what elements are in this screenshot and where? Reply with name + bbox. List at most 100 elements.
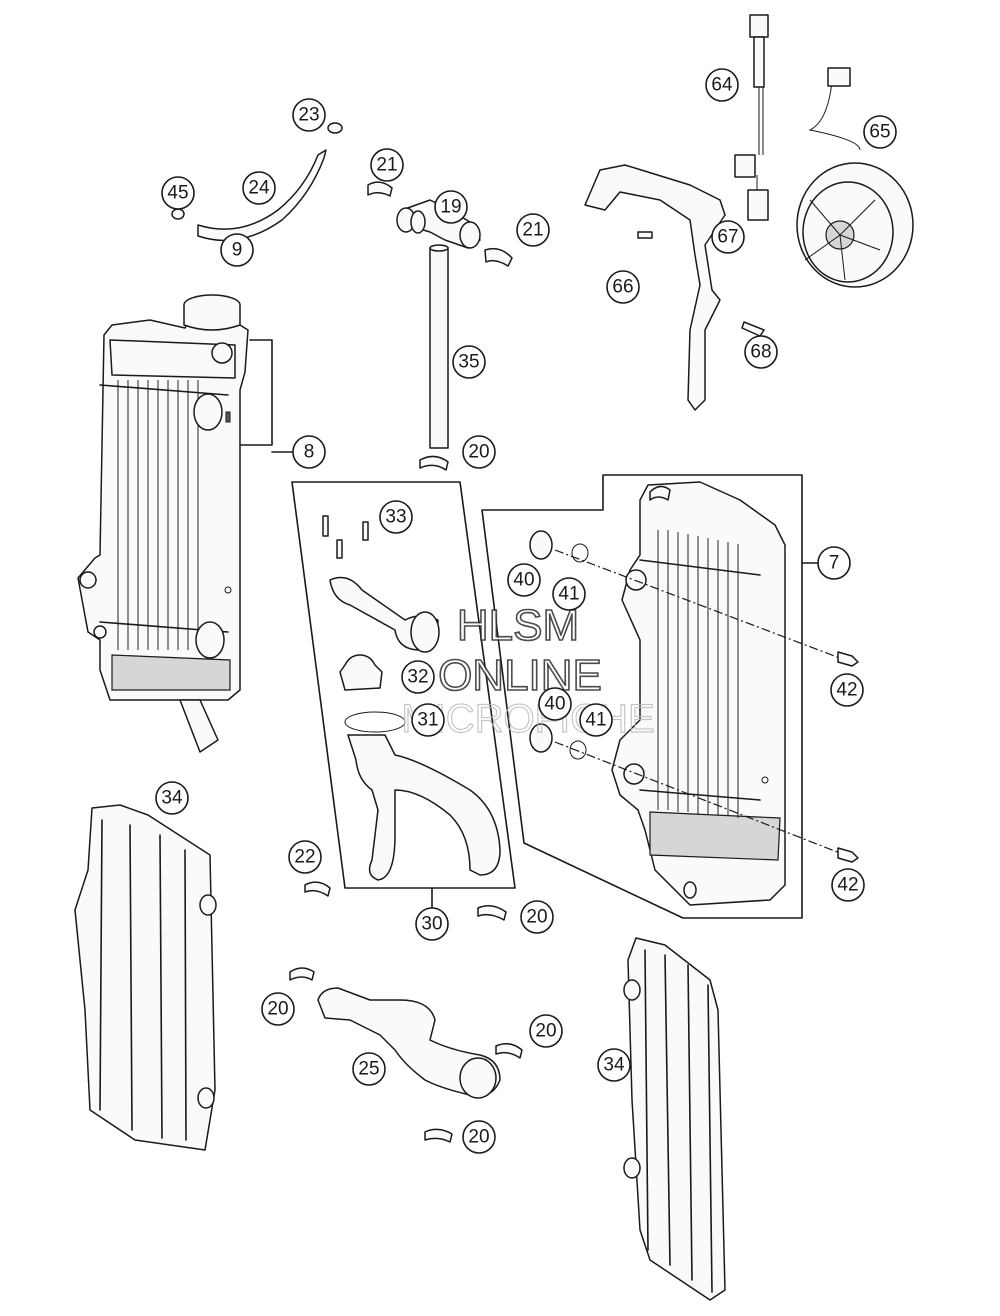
callout-24: 24 xyxy=(242,171,276,205)
svg-text:22: 22 xyxy=(294,847,315,868)
bolt-42-b xyxy=(837,847,859,863)
guard-right-slats xyxy=(644,949,713,1293)
callout-30: 30 xyxy=(415,907,449,941)
leader-8 xyxy=(239,339,273,446)
svg-text:20: 20 xyxy=(468,442,489,463)
pipe-35 xyxy=(429,244,449,449)
callout-34: 34 xyxy=(155,781,189,815)
svg-text:35: 35 xyxy=(458,352,479,373)
svg-text:34: 34 xyxy=(161,788,183,809)
hose-kit-frame xyxy=(291,481,516,889)
svg-text:7: 7 xyxy=(829,553,840,574)
callout-7: 7 xyxy=(817,546,851,580)
callout-41: 41 xyxy=(579,703,613,737)
fan-assembly xyxy=(734,14,914,288)
svg-text:21: 21 xyxy=(522,220,543,241)
callout-40: 40 xyxy=(538,687,572,721)
left-radiator-fins xyxy=(117,380,199,650)
hose-connector-19 xyxy=(367,181,513,267)
callout-20: 20 xyxy=(261,992,295,1026)
svg-text:45: 45 xyxy=(167,183,188,204)
svg-text:34: 34 xyxy=(603,1055,625,1076)
svg-text:40: 40 xyxy=(544,694,565,715)
callout-32: 32 xyxy=(401,660,435,694)
svg-text:19: 19 xyxy=(440,197,461,218)
callout-31: 31 xyxy=(411,703,445,737)
callout-20: 20 xyxy=(462,1120,496,1154)
grommets xyxy=(529,530,589,760)
clamp-45 xyxy=(171,208,185,220)
callout-25: 25 xyxy=(352,1052,386,1086)
svg-text:41: 41 xyxy=(558,584,579,605)
svg-text:66: 66 xyxy=(612,277,633,298)
clamp-20-c xyxy=(289,967,315,981)
screw-66 xyxy=(637,231,653,239)
right-radiator xyxy=(611,481,786,906)
callout-8: 8 xyxy=(292,435,326,469)
callout-20: 20 xyxy=(520,900,554,934)
callout-41: 41 xyxy=(552,577,586,611)
svg-text:9: 9 xyxy=(232,240,243,261)
hose-set xyxy=(347,734,501,881)
svg-text:24: 24 xyxy=(248,178,270,199)
callout-45: 45 xyxy=(161,176,195,210)
callout-19: 19 xyxy=(434,190,468,224)
bolt-68 xyxy=(741,321,765,337)
bolt-42-a xyxy=(837,651,859,667)
watermark-line1: HLSM xyxy=(457,601,579,650)
callout-35: 35 xyxy=(452,345,486,379)
svg-text:21: 21 xyxy=(376,155,397,176)
svg-text:20: 20 xyxy=(468,1127,489,1148)
left-radiator xyxy=(77,317,249,753)
callout-42: 42 xyxy=(830,673,864,707)
callout-66: 66 xyxy=(606,270,640,304)
lower-hose xyxy=(317,987,501,1097)
svg-text:33: 33 xyxy=(385,507,406,528)
svg-text:65: 65 xyxy=(869,122,890,143)
callout-67: 67 xyxy=(711,220,745,254)
watermark: HLSM ONLINE MICROFICHE xyxy=(401,600,656,741)
svg-text:32: 32 xyxy=(407,667,428,688)
clamp-20-b xyxy=(477,905,507,921)
svg-text:40: 40 xyxy=(513,570,534,591)
svg-text:30: 30 xyxy=(421,914,442,935)
vent-hose xyxy=(197,149,327,242)
svg-text:31: 31 xyxy=(417,710,438,731)
callout-68: 68 xyxy=(744,335,778,369)
svg-text:25: 25 xyxy=(358,1059,379,1080)
radiator-guard-right xyxy=(627,937,726,1301)
radiator-cap xyxy=(183,294,241,331)
clamp-22 xyxy=(304,881,331,897)
svg-text:8: 8 xyxy=(304,442,315,463)
svg-text:64: 64 xyxy=(711,75,733,96)
svg-text:68: 68 xyxy=(750,342,771,363)
clamp-20-e xyxy=(424,1128,453,1143)
right-radiator-frame xyxy=(481,474,803,919)
svg-text:20: 20 xyxy=(267,999,288,1020)
callout-22: 22 xyxy=(288,840,322,874)
clamp-20-d xyxy=(495,1043,523,1059)
o-ring xyxy=(344,711,406,733)
clamp-20-a xyxy=(419,455,449,471)
callout-40: 40 xyxy=(507,563,541,597)
svg-text:42: 42 xyxy=(836,680,857,701)
callout-21: 21 xyxy=(370,148,404,182)
callout-20: 20 xyxy=(529,1014,563,1048)
callout-20: 20 xyxy=(462,435,496,469)
callout-42: 42 xyxy=(831,868,865,902)
callout-64: 64 xyxy=(705,68,739,102)
svg-text:20: 20 xyxy=(526,907,547,928)
clamp-23 xyxy=(327,122,343,134)
right-radiator-fins xyxy=(657,530,739,818)
radiator-guard-left xyxy=(74,804,216,1151)
svg-text:23: 23 xyxy=(298,105,319,126)
thermostat xyxy=(339,654,383,691)
svg-text:20: 20 xyxy=(535,1021,556,1042)
watermark-line2: ONLINE xyxy=(438,651,602,700)
callout-34: 34 xyxy=(597,1048,631,1082)
callout-23: 23 xyxy=(292,98,326,132)
svg-text:41: 41 xyxy=(585,710,606,731)
svg-text:42: 42 xyxy=(837,875,858,896)
callout-21: 21 xyxy=(516,213,550,247)
